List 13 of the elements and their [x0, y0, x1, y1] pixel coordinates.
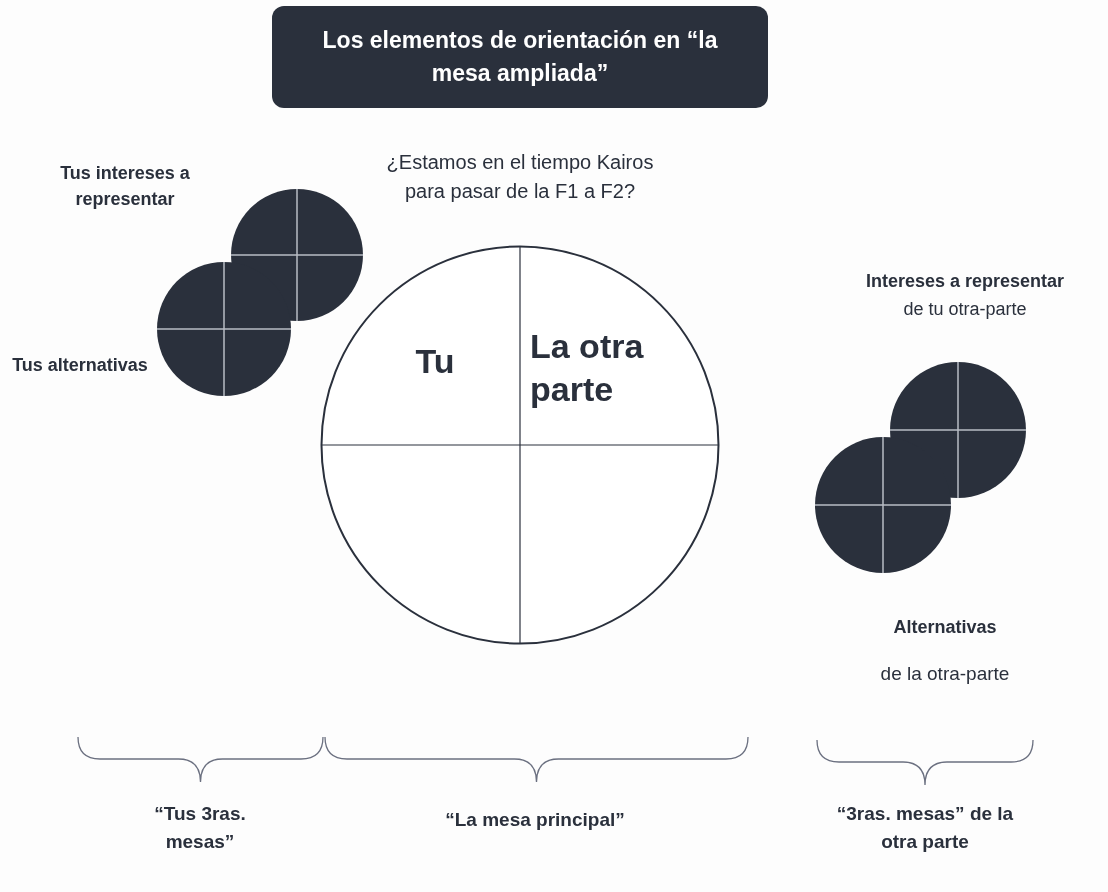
annotation-text: Alternativas: [892, 616, 998, 639]
annotation-text: Tus intereses a representar: [60, 162, 190, 212]
question-text: ¿Estamos en el tiempo Kairos para pasar de la F1 a F2?: [385, 150, 655, 204]
brace-label: “Tus 3ras. mesas”: [153, 802, 247, 854]
annotation-text: de la otra-parte: [879, 662, 1011, 686]
annotation-text: Tus alternativas: [11, 354, 149, 377]
quadrant-label: Tu: [414, 341, 456, 382]
annotation-text: Intereses a representar: [864, 270, 1066, 293]
brace-label: “La mesa principal”: [444, 808, 626, 832]
brace-label: “3ras. mesas” de la otra parte: [835, 802, 1015, 854]
quadrant-label: La otra parte: [530, 326, 645, 410]
annotation-text: de tu otra-parte: [902, 298, 1028, 321]
title-banner: Los elementos de orientación en “la mesa ampliada”: [272, 6, 768, 108]
